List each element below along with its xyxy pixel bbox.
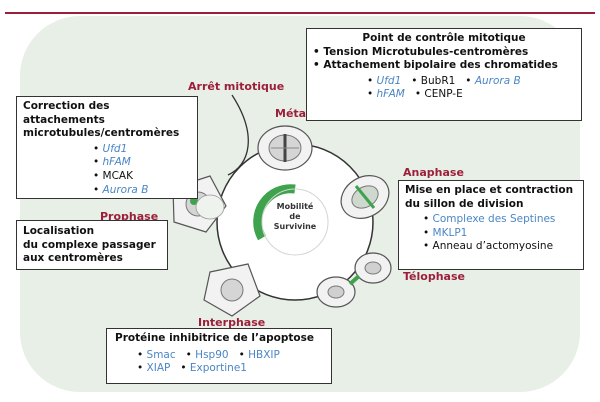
apoptose-item: • Exportine1 xyxy=(180,362,247,375)
center-line-1: Mobilité xyxy=(276,202,314,211)
interphase-cell xyxy=(203,263,261,317)
apoptose-box: Protéine inhibitrice de l’apoptose • Sma… xyxy=(106,328,332,384)
checkpoint-item: • Ufd1 xyxy=(367,74,402,87)
label-anaphase: Anaphase xyxy=(403,166,464,179)
arrest-curve xyxy=(227,94,249,176)
apoptose-items-row-1: • Smac • Hsp90 • HBXIP xyxy=(115,349,323,363)
apoptose-item: • HBXIP xyxy=(238,348,280,361)
prometaphase-cell xyxy=(195,194,225,220)
metaphase-cell xyxy=(257,125,313,171)
localisation-box: Localisation du complexe passager aux ce… xyxy=(16,220,168,270)
checkpoint-title: Point de contrôle mitotique xyxy=(362,32,526,44)
checkpoint-item: • hFAM xyxy=(367,88,405,101)
checkpoint-item: • BubR1 xyxy=(411,74,456,87)
correction-item: MCAK xyxy=(93,170,191,184)
localisation-line-3: aux centromères xyxy=(23,252,123,265)
correction-title-2: microtubules/centromères xyxy=(23,127,180,140)
division-title-2: du sillon de division xyxy=(405,197,524,210)
division-box: Mise en place et contraction du sillon d… xyxy=(398,180,584,270)
apoptose-item: • XIAP xyxy=(137,362,171,375)
correction-title-1: Correction des attachements xyxy=(23,100,110,126)
label-telophase: Télophase xyxy=(403,270,465,283)
apoptose-item: • Hsp90 xyxy=(185,348,229,361)
division-item: MKLP1 xyxy=(423,227,577,241)
division-item: Anneau d’actomyosine xyxy=(423,240,577,254)
center-line-3: Survivine xyxy=(273,222,317,231)
correction-item: Ufd1 xyxy=(93,143,191,157)
division-item: Complexe des Septines xyxy=(423,213,577,227)
localisation-line-2: du complexe passager xyxy=(23,238,156,251)
checkpoint-items-row-2: • hFAM • CENP-E xyxy=(313,88,575,102)
telophase-cells xyxy=(316,252,392,308)
checkpoint-line-2: • Attachement bipolaire des chromatides xyxy=(313,59,558,72)
checkpoint-line-1: • Tension Microtubules-centromères xyxy=(313,45,529,58)
localisation-line-1: Localisation xyxy=(23,225,95,237)
label-prophase: Prophase xyxy=(100,210,159,223)
apoptose-item: • Smac xyxy=(137,348,176,361)
center-label: Mobilité de Survivine xyxy=(268,202,322,232)
anaphase-cell xyxy=(340,175,390,219)
division-list: Complexe des Septines MKLP1 Anneau d’act… xyxy=(405,213,577,254)
correction-box: Correction des attachements microtubules… xyxy=(16,96,198,199)
correction-item: Aurora B xyxy=(93,184,191,198)
survivin-circle xyxy=(261,188,329,256)
checkpoint-box: Point de contrôle mitotique • Tension Mi… xyxy=(306,28,582,121)
correction-list: Ufd1 hFAM MCAK Aurora B xyxy=(23,143,191,197)
center-line-2: de xyxy=(289,212,301,221)
survivin-arc xyxy=(253,184,296,241)
apoptose-title: Protéine inhibitrice de l’apoptose xyxy=(115,332,314,344)
division-title-1: Mise en place et contraction xyxy=(405,184,574,196)
label-arret-mitotique: Arrêt mitotique xyxy=(188,80,285,93)
checkpoint-item: • CENP-E xyxy=(414,88,463,101)
label-interphase: Interphase xyxy=(198,316,266,329)
apoptose-items-row-2: • XIAP • Exportine1 xyxy=(115,362,323,376)
checkpoint-items-row-1: • Ufd1 • BubR1 • Aurora B xyxy=(313,75,575,89)
checkpoint-item: • Aurora B xyxy=(465,74,521,87)
correction-item: hFAM xyxy=(93,156,191,170)
